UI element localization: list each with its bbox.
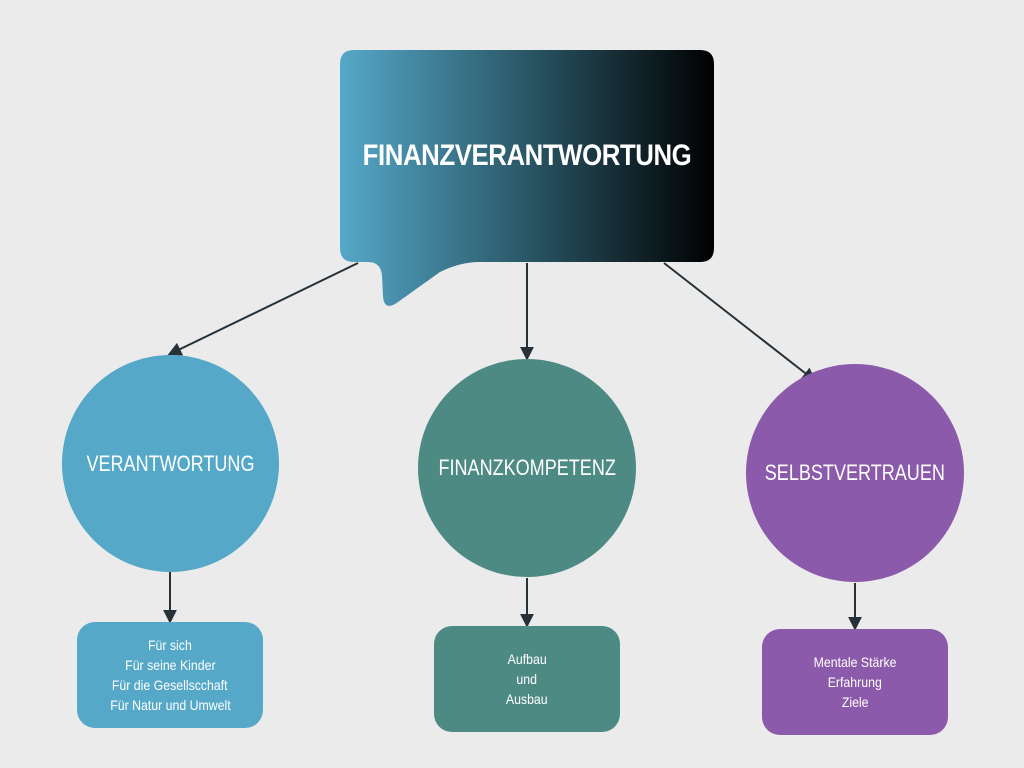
- circle-verantwortung: VERANTWORTUNG: [62, 355, 279, 572]
- circle-label-finanzkompetenz: FINANZKOMPETENZ: [438, 455, 616, 480]
- list-item: Ausbau: [506, 691, 548, 707]
- list-item: Ziele: [841, 694, 869, 710]
- box-verantwortung-items: Für sich Für seine Kinder Für die Gesell…: [77, 622, 263, 728]
- list-item: und: [516, 671, 538, 687]
- circle-label-verantwortung: VERANTWORTUNG: [86, 450, 255, 476]
- list-item: Mentale Stärke: [813, 654, 897, 670]
- list-item: Aufbau: [507, 651, 547, 667]
- list-item: Für die Gesellscchaft: [112, 677, 228, 693]
- diagram-title: FINANZVERANTWORTUNG: [362, 139, 692, 172]
- speech-bubble-shape: [340, 50, 714, 306]
- connector-title-to-verantwortung: [167, 262, 359, 356]
- circle-label-selbstvertrauen: SELBSTVERTRAUEN: [764, 460, 946, 485]
- title-speech-bubble: FINANZVERANTWORTUNG: [340, 50, 714, 312]
- circle-selbstvertrauen: SELBSTVERTRAUEN: [746, 364, 964, 582]
- circle-finanzkompetenz: FINANZKOMPETENZ: [418, 359, 636, 577]
- list-item: Für seine Kinder: [124, 657, 216, 673]
- list-item: Für Natur und Umwelt: [109, 697, 231, 713]
- list-item: Für sich: [148, 637, 192, 653]
- box-selbstvertrauen-items: Mentale Stärke Erfahrung Ziele: [762, 629, 948, 735]
- list-item: Erfahrung: [827, 674, 883, 690]
- box-finanzkompetenz-items: Aufbau und Ausbau: [434, 626, 620, 732]
